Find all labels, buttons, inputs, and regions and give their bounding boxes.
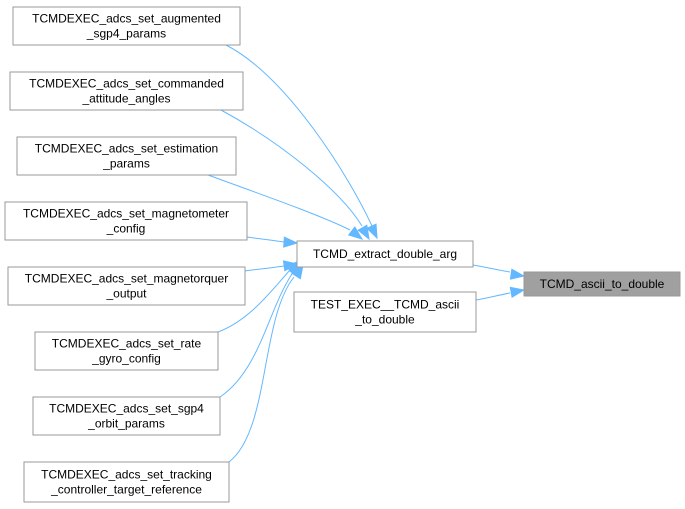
edge-line — [244, 265, 285, 272]
arrowhead — [509, 268, 526, 280]
edge-n8-mid — [228, 263, 304, 463]
edge-line — [225, 44, 373, 227]
node-box — [32, 396, 221, 436]
node-label: TEST_EXEC__TCMD_ascii — [311, 298, 460, 312]
node-mid[interactable]: TCMD_extract_double_arg — [296, 240, 474, 268]
node-label: TCMD_extract_double_arg — [313, 247, 457, 261]
node-box — [16, 136, 237, 176]
arrowhead — [357, 224, 370, 241]
node-n1[interactable]: TCMDEXEC_adcs_set_augmented_sgp4_params — [12, 6, 241, 46]
node-box — [296, 240, 474, 268]
arrowhead — [290, 263, 304, 280]
node-label: _config — [106, 222, 146, 236]
edge-line — [472, 264, 511, 273]
node-label: _attitude_angles — [81, 92, 170, 106]
node-n3[interactable]: TCMDEXEC_adcs_set_estimation_params — [16, 136, 237, 176]
node-root: TCMD_ascii_to_double — [523, 271, 681, 297]
edge-line — [219, 273, 293, 398]
node-box — [9, 71, 244, 111]
node-label: TCMDEXEC_adcs_set_rate — [52, 337, 202, 351]
node-box — [7, 266, 246, 306]
node-n7[interactable]: TCMDEXEC_adcs_set_sgp4_orbit_params — [32, 396, 221, 436]
node-box — [34, 331, 219, 371]
node-label: TCMDEXEC_adcs_set_magnetometer — [23, 207, 229, 221]
node-n5[interactable]: TCMDEXEC_adcs_set_magnetorquer_output — [7, 266, 246, 306]
node-n8[interactable]: TCMDEXEC_adcs_set_tracking_controller_ta… — [23, 461, 230, 503]
node-box — [293, 291, 477, 333]
nodes-layer: TCMDEXEC_adcs_set_augmented_sgp4_paramsT… — [4, 6, 681, 503]
node-box — [23, 461, 230, 503]
edges-layer — [207, 44, 526, 463]
arrowhead — [366, 223, 378, 240]
edge-n2-mid — [220, 109, 370, 241]
node-label: TCMDEXEC_adcs_set_magnetorquer — [25, 272, 228, 286]
node-label: TCMD_ascii_to_double — [540, 277, 665, 291]
node-label: TCMDEXEC_adcs_set_sgp4 — [49, 402, 204, 416]
node-label: _sgp4_params — [86, 27, 166, 41]
node-label: _controller_target_reference — [50, 483, 202, 497]
node-label: _output — [105, 287, 147, 301]
node-test[interactable]: TEST_EXEC__TCMD_ascii_to_double — [293, 291, 477, 333]
node-label: _to_double — [354, 313, 415, 327]
edge-n4-mid — [246, 236, 299, 248]
node-label: TCMDEXEC_adcs_set_commanded — [29, 77, 224, 91]
edge-mid-root — [472, 264, 526, 280]
node-label: _params — [102, 157, 150, 171]
edge-n3-mid — [207, 174, 364, 240]
arrowhead — [347, 226, 364, 240]
node-label: _orbit_params — [87, 417, 165, 431]
edge-line — [207, 174, 351, 231]
node-label: TCMDEXEC_adcs_set_tracking — [41, 468, 212, 482]
edge-line — [475, 292, 511, 301]
node-label: _gyro_config — [91, 352, 161, 366]
node-n4[interactable]: TCMDEXEC_adcs_set_magnetometer_config — [4, 201, 248, 241]
edge-line — [220, 109, 363, 227]
node-label: TCMDEXEC_adcs_set_augmented — [32, 12, 221, 26]
node-label: TCMDEXEC_adcs_set_estimation — [35, 142, 218, 156]
node-n6[interactable]: TCMDEXEC_adcs_set_rate_gyro_config — [34, 331, 219, 371]
arrowhead — [283, 236, 299, 248]
edge-line — [228, 276, 295, 463]
node-box — [523, 271, 681, 297]
node-box — [4, 201, 248, 241]
edge-test-root — [475, 286, 526, 301]
edge-line — [217, 269, 291, 333]
edge-line — [246, 236, 285, 243]
arrowhead — [509, 286, 526, 298]
edge-n1-mid — [225, 44, 378, 240]
node-box — [12, 6, 241, 46]
node-n2[interactable]: TCMDEXEC_adcs_set_commanded_attitude_ang… — [9, 71, 244, 111]
